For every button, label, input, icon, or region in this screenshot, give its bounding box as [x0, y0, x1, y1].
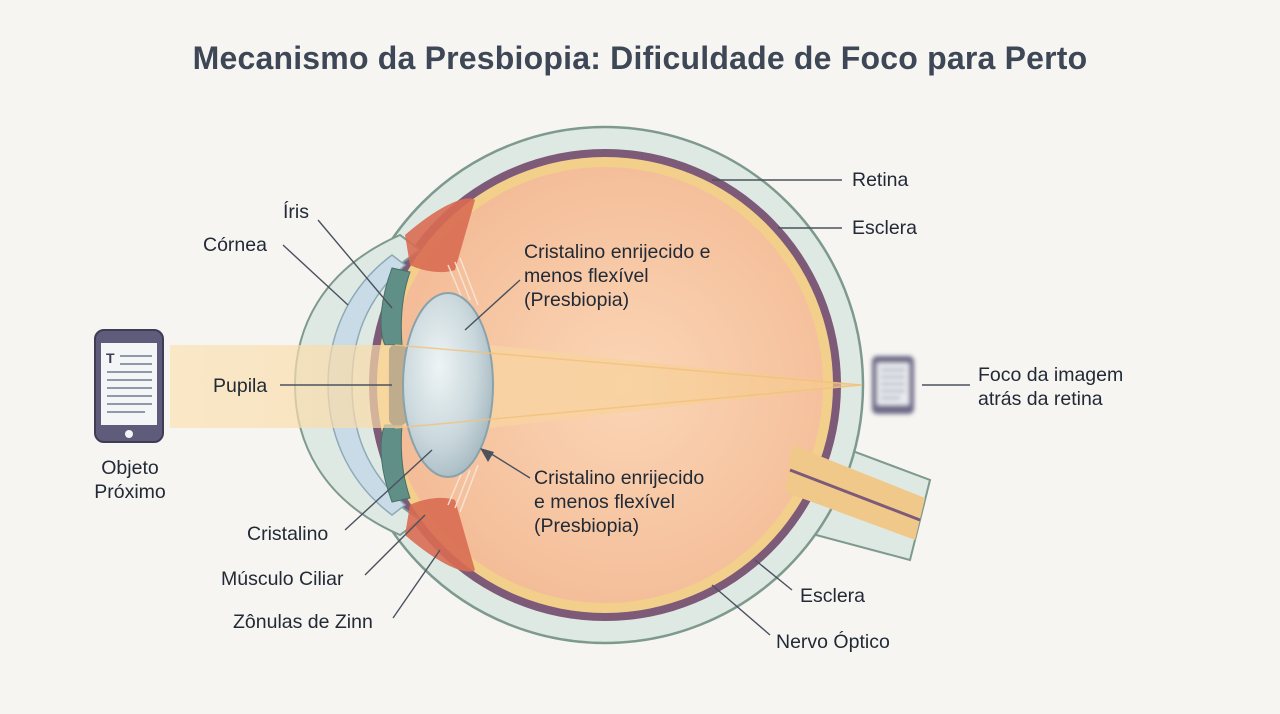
label-cristalino-lower: Cristalino enrijecido e menos flexível (…	[534, 467, 705, 537]
leader-lines	[280, 179, 970, 636]
label-objeto-proximo: Objeto Próximo	[94, 457, 166, 503]
light-beam	[170, 345, 862, 428]
label-cornea: Córnea	[203, 234, 267, 256]
label-esclera-top: Esclera	[852, 217, 918, 239]
label-cristalino-upper: Cristalino enrijecido e menos flexível (…	[524, 241, 711, 311]
optic-nerve	[785, 445, 925, 540]
cornea	[327, 254, 407, 516]
label-retina: Retina	[852, 169, 909, 191]
tablet-letter: T	[106, 350, 115, 366]
ciliary-muscle-top	[405, 198, 475, 273]
label-esclera-bottom: Esclera	[800, 585, 866, 607]
label-nervo-optico: Nervo Óptico	[776, 631, 890, 653]
zonules	[447, 257, 479, 513]
label-iris: Íris	[283, 201, 309, 223]
crystalline-lens	[402, 292, 494, 478]
label-zonulas: Zônulas de Zinn	[233, 611, 373, 633]
label-pupila: Pupila	[213, 375, 268, 397]
label-musculo-ciliar: Músculo Ciliar	[221, 568, 344, 590]
tablet-icon	[94, 329, 164, 443]
diagram-title: Mecanismo da Presbiopia: Dificuldade de …	[192, 40, 1088, 76]
label-cristalino: Cristalino	[247, 523, 329, 545]
ciliary-muscle-bottom	[405, 497, 475, 572]
blurred-tablet-icon	[872, 356, 914, 414]
label-foco: Foco da imagem atrás da retina	[978, 364, 1124, 410]
